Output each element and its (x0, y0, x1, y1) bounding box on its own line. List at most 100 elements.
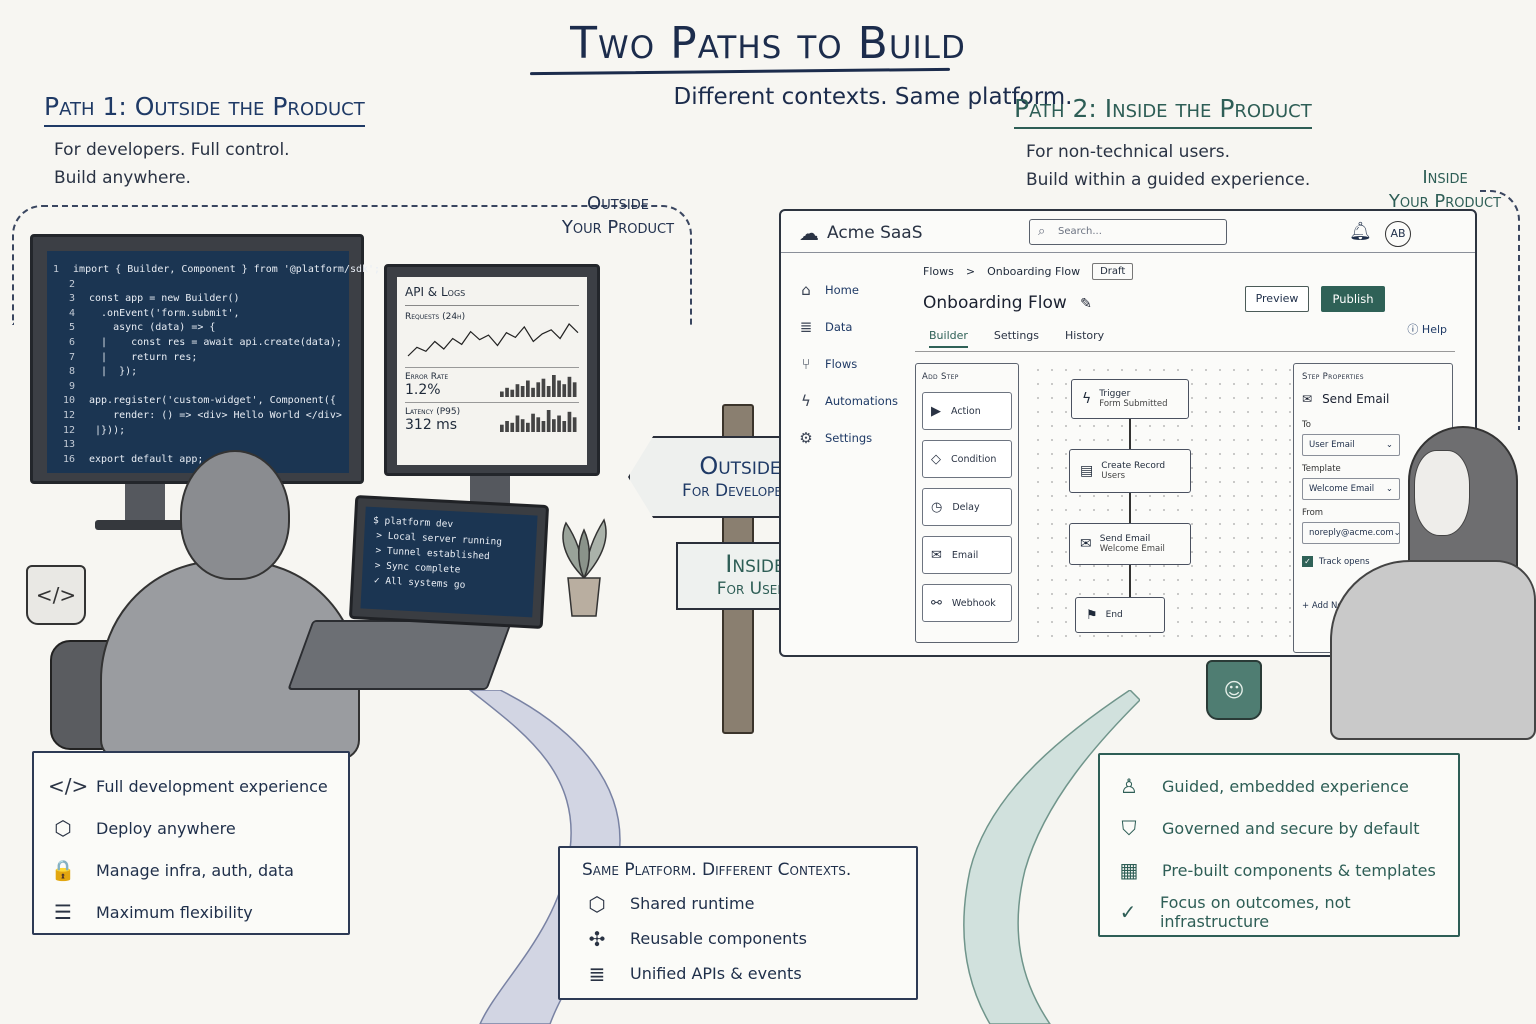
add-step-email-button[interactable]: ✉Email (922, 536, 1012, 574)
shared-platform-box: Same Platform. Different Contexts. ⬡Shar… (558, 846, 918, 1000)
lat-chart-bar (557, 415, 561, 432)
tab-settings[interactable]: Settings (993, 329, 1040, 342)
node-title: Trigger (1099, 389, 1131, 399)
code-line: 9 (53, 380, 343, 395)
api-logs-title: API & Logs (405, 285, 579, 306)
outside-zone-label-line2: Your Product (561, 217, 675, 238)
app-logo[interactable]: ☁ Acme SaaS (799, 221, 923, 245)
help-icon: ⓘ (1407, 323, 1419, 336)
path1-desc-line2: Build anywhere. (54, 168, 191, 188)
code-text: async (data) => { (89, 322, 216, 334)
to-label: To (1302, 420, 1311, 430)
search-icon: ⌕ (1038, 224, 1046, 239)
chevron-down-icon: ⌄ (1385, 440, 1393, 450)
flow-arrow (1129, 565, 1131, 597)
developer-feature-item-icon: 🔒 (50, 858, 76, 882)
breadcrumb-current: Onboarding Flow (987, 265, 1081, 278)
line-number: 4 (68, 307, 75, 319)
tab-builder[interactable]: Builder (929, 329, 968, 348)
line-number: 12 (62, 424, 75, 436)
track-opens-toggle[interactable]: ✓ Track opens (1302, 556, 1444, 567)
developer-feature-item: ⬡Deploy anywhere (48, 807, 334, 849)
code-line: 12 |})); (53, 424, 343, 439)
template-select[interactable]: Welcome Email⌄ (1302, 478, 1400, 500)
add-step-title: Add Step (922, 372, 959, 382)
line-number: 12 (62, 409, 75, 421)
code-mug: </> (26, 565, 86, 625)
sidebar-item-label: Flows (825, 356, 858, 371)
from-label: From (1302, 508, 1324, 518)
sidebar-item-data[interactable]: ≣Data (797, 308, 907, 345)
search-input[interactable]: ⌕ Search... (1029, 219, 1227, 245)
path2-desc-line1: For non-technical users. (1026, 142, 1231, 162)
add-step-delay-button[interactable]: ◷Delay (922, 488, 1012, 526)
app-name: Acme SaaS (827, 223, 923, 243)
line-number: 9 (68, 380, 75, 392)
flow-node-end[interactable]: ⚑ End (1075, 597, 1165, 633)
code-text: | return res; (89, 351, 198, 363)
sidebar-item-flows[interactable]: ⑂Flows (797, 345, 907, 382)
sign-inside-sub: For Users (716, 579, 794, 599)
add-note-link[interactable]: + Add Note (1302, 601, 1352, 611)
user-features-box: ♙Guided, embedded experience⛉Governed an… (1098, 753, 1460, 937)
delay-icon: ◷ (931, 499, 943, 515)
avatar[interactable]: AB (1385, 221, 1411, 247)
add-step-condition-button[interactable]: ◇Condition (922, 440, 1012, 478)
lat-chart-bar (572, 417, 577, 432)
user-feature-item-label: Pre-built components & templates (1162, 860, 1436, 880)
shared-platform-title: Same Platform. Different Contexts. (582, 860, 852, 880)
flow-title-text: Onboarding Flow (923, 293, 1067, 313)
laptop-terminal: $ platform dev> Local server running> Tu… (360, 506, 538, 618)
sidebar-item-settings[interactable]: ⚙Settings (797, 419, 907, 456)
code-monitor-base (95, 520, 195, 530)
bell-icon[interactable]: 🔔︎ (1349, 221, 1372, 242)
code-text: const app = new Builder() (89, 293, 240, 305)
developer-feature-item: 🔒Manage infra, auth, data (48, 849, 334, 891)
edit-pencil-icon[interactable]: ✎ (1080, 296, 1092, 312)
from-select[interactable]: noreply@acme.com⌄ (1302, 522, 1401, 544)
status-badge: Draft (1092, 263, 1134, 280)
shared-feature-item-icon: ✣ (588, 926, 606, 951)
cloud-icon: ☁ (799, 221, 819, 245)
latency-value: 312 ms (405, 417, 458, 433)
shared-feature-item-icon: ≣ (588, 961, 606, 986)
template-label: Template (1302, 464, 1341, 474)
sidebar-item-home[interactable]: ⌂Home (797, 271, 907, 308)
breadcrumb-root[interactable]: Flows (923, 265, 954, 278)
err-chart-bar (557, 380, 561, 397)
sign-outside-main: Outside (699, 452, 781, 480)
preview-button[interactable]: Preview (1245, 286, 1309, 312)
path2-description: For non-technical users. Build within a … (1026, 138, 1310, 194)
code-text: |})); (89, 424, 126, 436)
envelope-icon: ✉ (1080, 536, 1092, 552)
add-step-action-button[interactable]: ▶Action (922, 392, 1012, 430)
err-chart-bar (520, 386, 525, 397)
code-text: | }); (89, 366, 138, 378)
flag-icon: ⚑ (1086, 607, 1098, 623)
breadcrumb: Flows > Onboarding Flow Draft (923, 263, 1134, 280)
checkbox-checked-icon[interactable]: ✓ (1302, 556, 1313, 567)
help-link[interactable]: ⓘ Help (1407, 321, 1447, 337)
automations-icon: ϟ (801, 391, 811, 410)
code-line: 4 .onEvent('form.submit', (53, 307, 343, 322)
page-title: Two Paths to Build (570, 18, 966, 69)
publish-button[interactable]: Publish (1321, 286, 1385, 312)
developer-feature-item-icon: ⬡ (54, 816, 72, 840)
chevron-down-icon: ⌄ (1385, 484, 1393, 494)
add-step-webhook-button[interactable]: ⚯Webhook (922, 584, 1012, 622)
step-label: Action (951, 405, 981, 417)
code-text: export default app; (89, 453, 204, 465)
line-number: 7 (68, 351, 75, 363)
node-sub: Welcome Email (1099, 544, 1165, 554)
path1-description: For developers. Full control. Build anyw… (54, 136, 290, 192)
to-select[interactable]: User Email⌄ (1302, 434, 1400, 456)
tab-history[interactable]: History (1065, 329, 1105, 342)
condition-icon: ◇ (931, 451, 941, 467)
